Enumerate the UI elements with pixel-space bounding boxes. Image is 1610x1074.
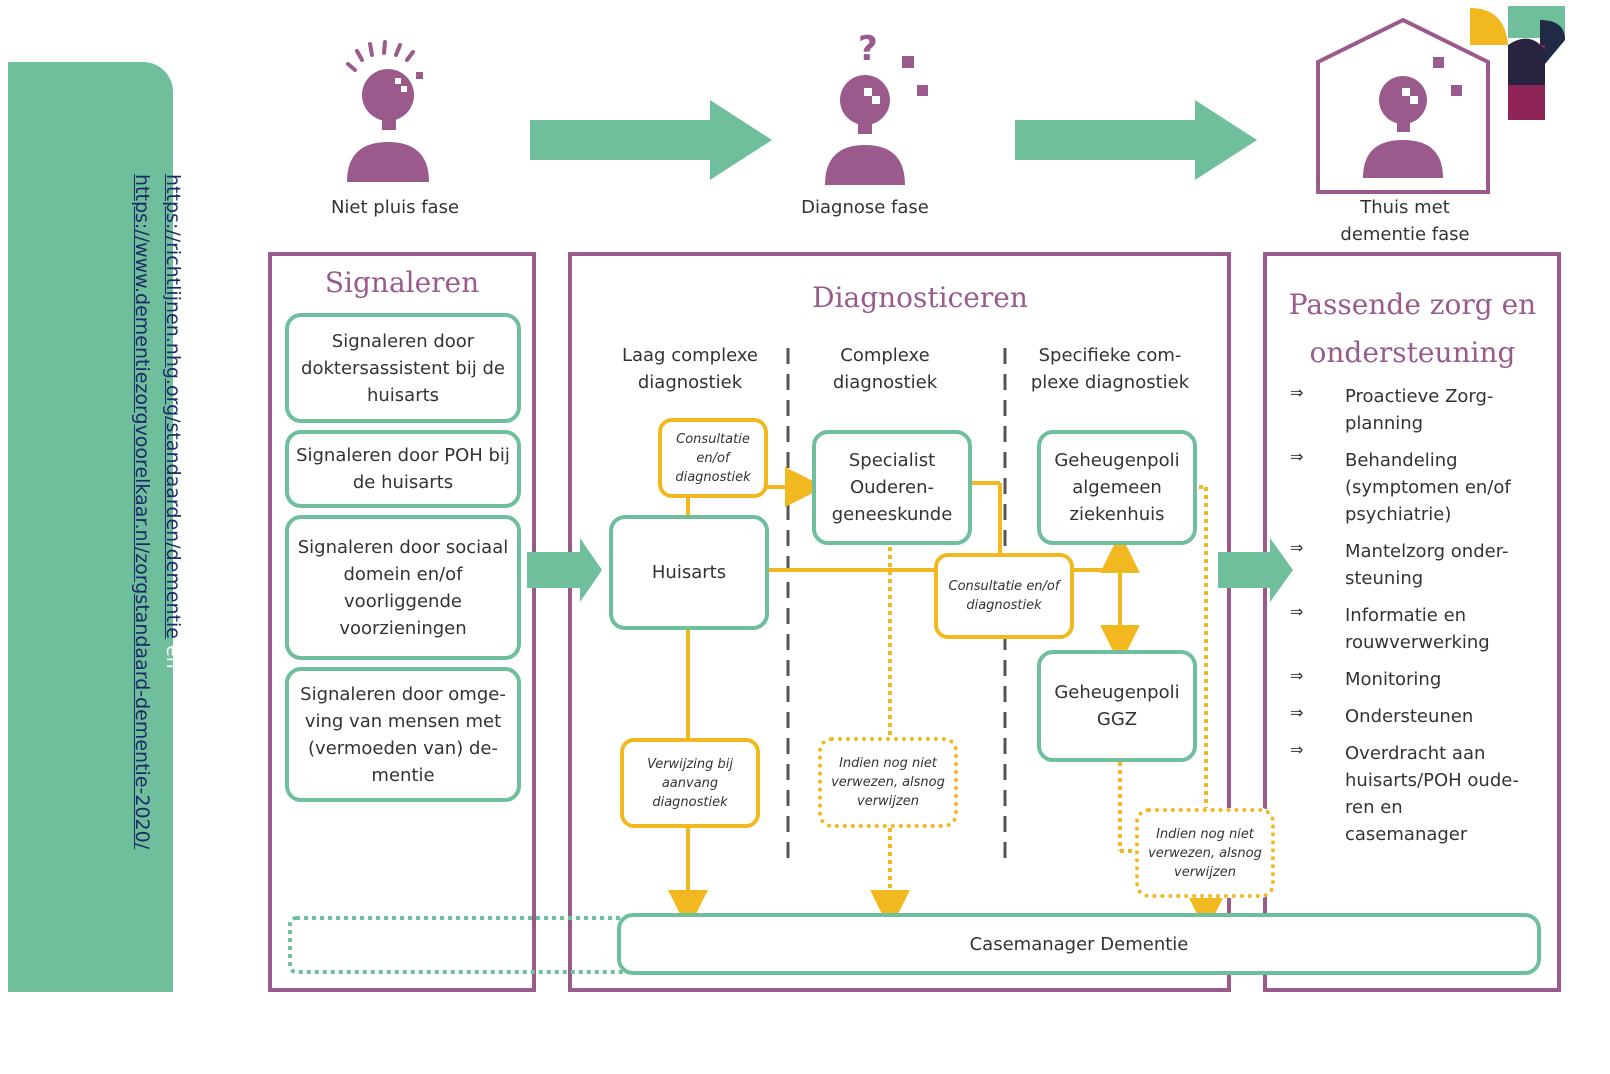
zorg-list-item: ⇒ Proactieve Zorg-planning: [1290, 383, 1550, 437]
zorg-list: ⇒ Proactieve Zorg-planning ⇒ Behandeling…: [1290, 383, 1550, 858]
col-head-complex: Complexe diagnostiek: [832, 345, 938, 393]
signaleren-title: Signaleren: [324, 266, 480, 299]
zorg-title: Passende zorg en ondersteuning: [1270, 281, 1555, 377]
zorg-item-label: Proactieve Zorg-planning: [1345, 386, 1494, 434]
phase-label-niet-pluis: Niet pluis fase: [330, 197, 460, 218]
phase-label-thuis-line1: Thuis met: [1360, 197, 1450, 218]
specialist-ouderengeneeskunde-box: Specialist Ouderen-geneeskunde: [812, 430, 972, 545]
thuis-house-icon: [1316, 17, 1490, 194]
zorg-item-label: Behandeling (symptomen en/of psychiatrie…: [1345, 450, 1511, 525]
phase-label-diagnose: Diagnose fase: [801, 197, 929, 218]
signaleren-box-sociaal-domein: Signaleren door sociaal domein en/of voo…: [285, 515, 521, 660]
verwijzing-box: Verwijzing bij aanvang diagnostiek: [620, 738, 760, 828]
indien-nog-niet-box-2: Indien nog niet verwezen, alsnog verwijz…: [1135, 808, 1275, 898]
arrow-right-icon: ⇒: [1290, 740, 1304, 759]
arrow-right-icon: ⇒: [1290, 447, 1304, 466]
arrow-right-icon: ⇒: [1290, 383, 1304, 402]
zorg-title-line2: ondersteuning: [1309, 336, 1516, 369]
zorg-item-label: Overdracht aan huisarts/POH oude-ren en …: [1345, 743, 1519, 845]
phase-arrow-1: [530, 100, 772, 180]
consultatie-top-box: Consultatie en/of diagnostiek: [658, 418, 768, 498]
col-head-specifiek: Specifieke com-plexe diagnostiek: [1030, 345, 1190, 393]
diagnose-person-icon: ?: [825, 29, 928, 185]
diagnosticeren-title: Diagnosticeren: [812, 281, 1028, 314]
col-head-laag-complex: Laag complexe diagnostiek: [621, 345, 759, 393]
geheugenpoli-ggz-box: Geheugenpoli GGZ: [1037, 650, 1197, 762]
arrow-right-icon: ⇒: [1290, 666, 1304, 685]
indien-nog-niet-box-1: Indien nog niet verwezen, alsnog verwijz…: [818, 737, 958, 828]
niet-pluis-person-icon: [346, 40, 429, 182]
link-nhg-dementie[interactable]: https://richtlijnen.nhg.org/standaarden/…: [162, 174, 184, 639]
phase-label-thuis-line2: dementie fase: [1340, 224, 1470, 245]
arrow-right-icon: ⇒: [1290, 602, 1304, 621]
casemanager-dementie-bar: Casemanager Dementie: [617, 913, 1541, 975]
arrow-right-icon: ⇒: [1290, 538, 1304, 557]
geheugenpoli-algemeen-box: Geheugenpoli algemeen ziekenhuis: [1037, 430, 1197, 545]
side-note-line2: Zorgstandaard Dementie 2020, te raadpleg…: [193, 174, 215, 654]
side-note-and: en: [162, 639, 184, 669]
zorg-list-item: ⇒ Monitoring: [1290, 666, 1550, 693]
signaleren-box-omgeving: Signaleren door omge-ving van mensen met…: [285, 667, 521, 802]
side-note-text: Dit stroomschema is vastgesteld in lijn …: [126, 174, 250, 1074]
zorg-list-item: ⇒ Overdracht aan huisarts/POH oude-ren e…: [1290, 740, 1550, 848]
phase-arrow-2: [1015, 100, 1257, 180]
zorg-item-label: Informatie en rouwverwerking: [1345, 605, 1490, 653]
zorg-list-item: ⇒ Informatie en rouwverwerking: [1290, 602, 1550, 656]
signaleren-box-poh: Signaleren door POH bij de huisarts: [285, 430, 521, 508]
arrow-right-icon: ⇒: [1290, 703, 1304, 722]
huisarts-box: Huisarts: [609, 515, 769, 630]
side-note-line1: Dit stroomschema is vastgesteld in lijn …: [224, 174, 246, 924]
consultatie-mid-box: Consultatie en/of diagnostiek: [934, 553, 1074, 639]
phase-label-thuis: Thuis met dementie fase: [1310, 194, 1500, 248]
zorg-item-label: Ondersteunen: [1345, 706, 1474, 727]
zorg-list-item: ⇒ Behandeling (symptomen en/of psychiatr…: [1290, 447, 1550, 528]
signaleren-box-doktersassistent: Signaleren door doktersassistent bij de …: [285, 313, 521, 423]
side-note-panel: Dit stroomschema is vastgesteld in lijn …: [8, 62, 246, 992]
zorg-title-line1: Passende zorg en: [1288, 288, 1537, 321]
zorg-list-item: ⇒ Mantelzorg onder-steuning: [1290, 538, 1550, 592]
zorg-list-item: ⇒ Ondersteunen: [1290, 703, 1550, 730]
zorg-item-label: Monitoring: [1345, 669, 1442, 690]
link-zorgstandaard[interactable]: https://www.dementiezorgvoorelkaar.nl/zo…: [131, 174, 153, 850]
svg-text:?: ?: [858, 29, 878, 69]
zorg-item-label: Mantelzorg onder-steuning: [1345, 541, 1509, 589]
